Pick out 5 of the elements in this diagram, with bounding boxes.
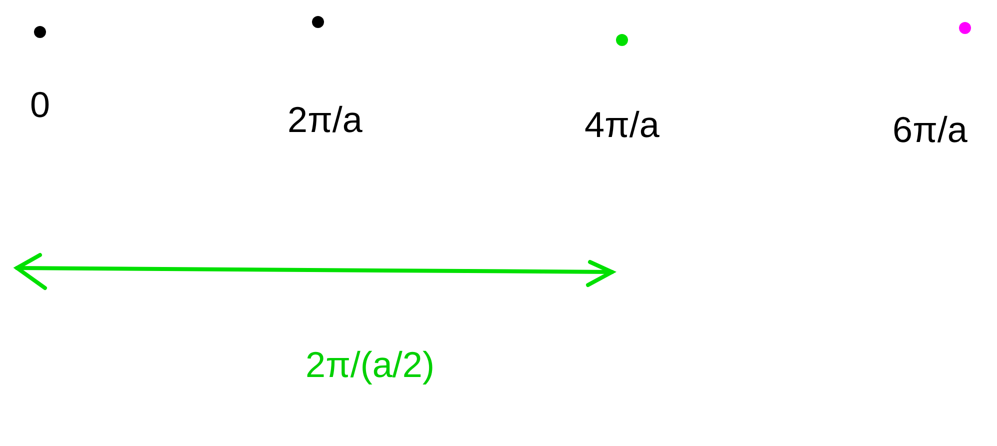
tick-label: 0 xyxy=(30,87,50,123)
dimension-label: 2π/(a/2) xyxy=(306,347,434,383)
tick-label: 2π/a xyxy=(288,102,362,138)
tick-label: 4π/a xyxy=(584,107,660,143)
tick-label: 6π/a xyxy=(892,112,968,148)
